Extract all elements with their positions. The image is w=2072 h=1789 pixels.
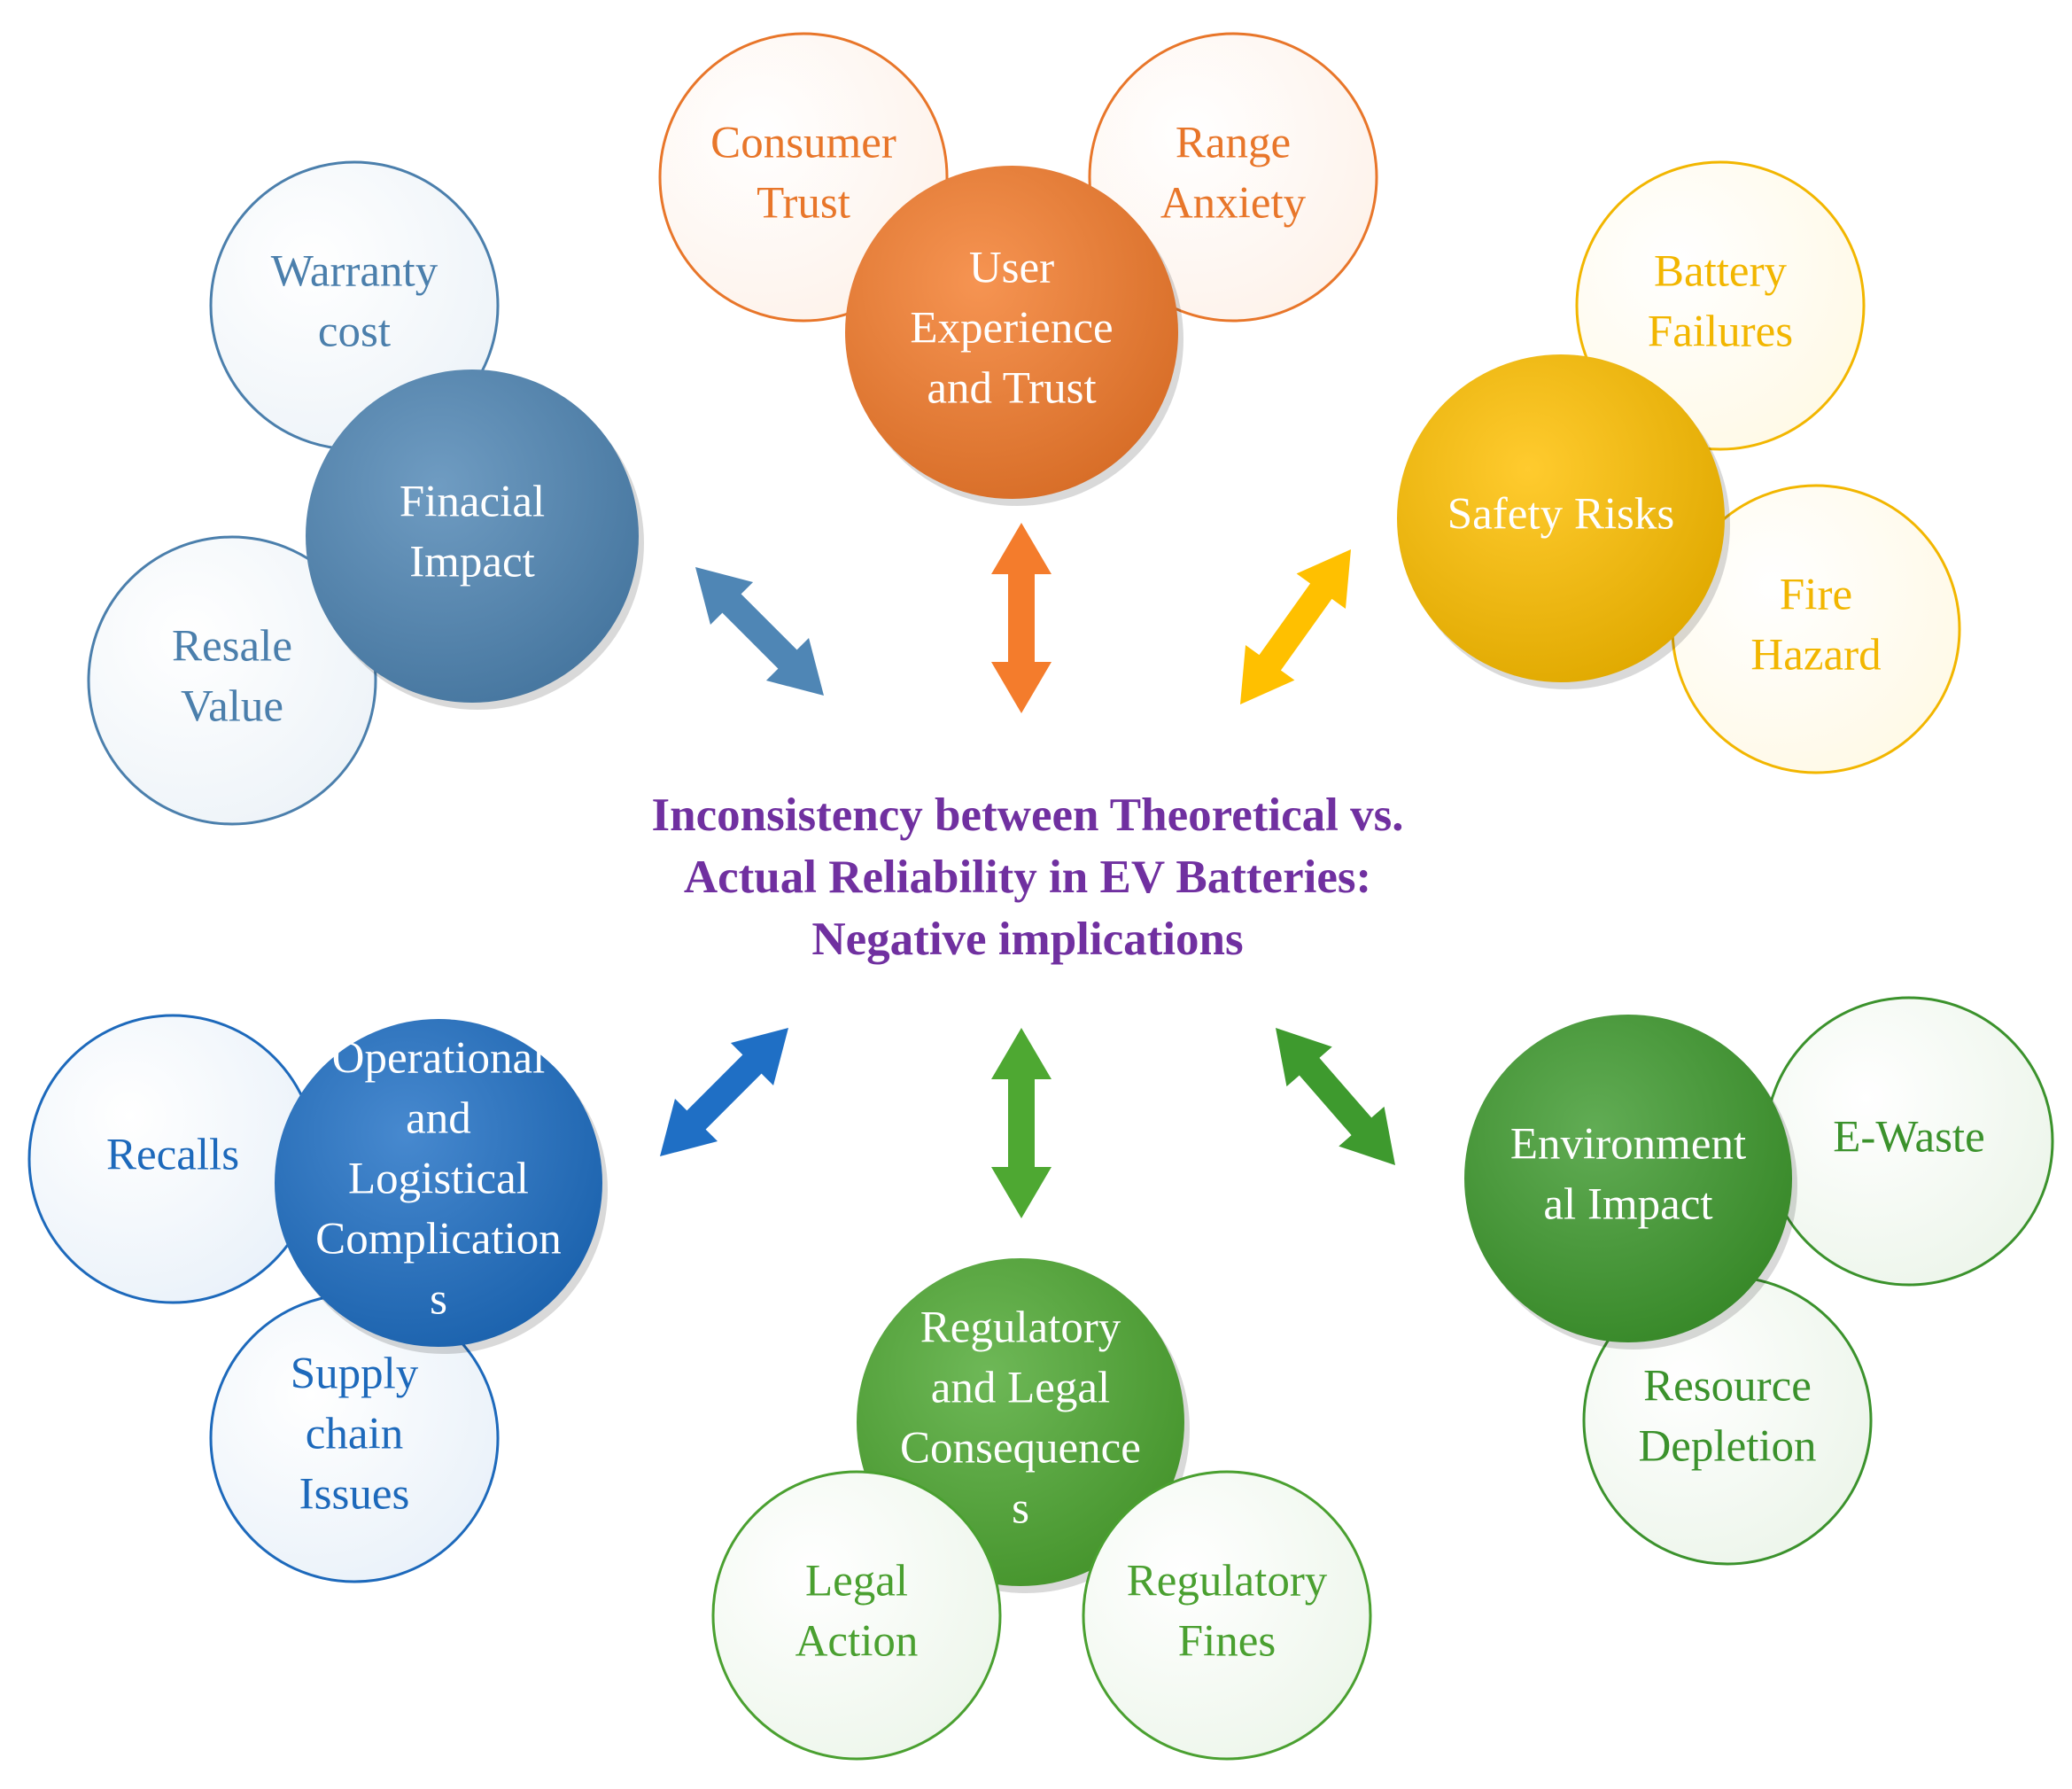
- recalls-node: Recalls: [27, 1014, 318, 1304]
- user-experience-label: User: [969, 244, 1054, 293]
- safety-arrow: [1240, 549, 1351, 705]
- environmental-label: al Impact: [1543, 1180, 1712, 1230]
- regulatory-label: s: [1012, 1484, 1029, 1534]
- financial-circle: [306, 369, 639, 703]
- operational-label: Complication: [315, 1215, 562, 1264]
- user-experience-circle: [845, 166, 1178, 499]
- regulatory-fines-label: Fines: [1178, 1617, 1277, 1667]
- legal-action-circle: [711, 1470, 1002, 1761]
- operational-label: s: [430, 1275, 447, 1325]
- legal-action-label: Legal: [805, 1557, 908, 1606]
- regulatory-fines-circle: [1082, 1470, 1372, 1761]
- center-title-line: Negative implications: [811, 914, 1243, 965]
- environmental-label: Environment: [1510, 1120, 1746, 1170]
- range-anxiety-label: Range: [1176, 119, 1291, 168]
- supply-chain-label: Issues: [299, 1470, 410, 1520]
- resale-value-circle: [87, 535, 377, 826]
- resale-value-label: Value: [181, 682, 283, 732]
- e-waste-label: E-Waste: [1833, 1113, 1984, 1163]
- operational-label: Operational: [332, 1034, 546, 1084]
- environmental-node: Environment al Impact: [1464, 1015, 1797, 1350]
- financial-label: Impact: [409, 538, 535, 587]
- battery-failures-label: Battery: [1654, 247, 1788, 297]
- regulatory-label: and Legal: [931, 1364, 1110, 1413]
- center-title-line: Actual Reliability in EV Batteries:: [684, 852, 1371, 903]
- resale-value-label: Resale: [172, 622, 292, 672]
- supply-chain-label: Supply: [291, 1350, 419, 1399]
- environmental-circle: [1464, 1015, 1792, 1342]
- consumer-trust-label: Trust: [757, 179, 850, 229]
- legal-action-label: Action: [795, 1617, 919, 1667]
- regulatory-label: Regulatory: [920, 1303, 1121, 1353]
- resource-depletion-label: Depletion: [1638, 1422, 1816, 1472]
- warranty-cost-label: cost: [318, 307, 391, 357]
- resource-depletion-label: Resource: [1643, 1362, 1812, 1412]
- safety-label: Safety Risks: [1447, 490, 1674, 540]
- range-anxiety-label: Anxiety: [1160, 179, 1307, 229]
- environmental-arrow: [1276, 1028, 1396, 1166]
- range-anxiety-circle: [1088, 32, 1378, 323]
- safety-node: Safety Risks: [1397, 354, 1730, 689]
- battery-failures-circle: [1575, 160, 1866, 451]
- operational-label: Logistical: [348, 1155, 529, 1204]
- e-waste-node: E-Waste: [1764, 996, 2054, 1287]
- regulatory-arrow: [991, 1028, 1052, 1218]
- financial-label: Finacial: [400, 478, 545, 527]
- supply-chain-label: chain: [306, 1410, 403, 1459]
- operational-circle: [275, 1019, 602, 1347]
- regulatory-label: Consequence: [900, 1424, 1141, 1474]
- operational-arrow: [659, 1028, 788, 1157]
- financial-arrow: [695, 567, 825, 696]
- safety-circle: [1397, 354, 1725, 682]
- recalls-label: Recalls: [106, 1131, 239, 1180]
- user-experience-arrow: [991, 523, 1052, 713]
- consumer-trust-label: Consumer: [710, 119, 896, 168]
- fire-hazard-label: Fire: [1780, 571, 1852, 620]
- fire-hazard-label: Hazard: [1750, 631, 1881, 681]
- center-title-line: Inconsistency between Theoretical vs.: [652, 789, 1404, 841]
- regulatory-fines-label: Regulatory: [1127, 1557, 1328, 1606]
- user-experience-label: Experience: [910, 304, 1113, 354]
- user-experience-label: and Trust: [927, 364, 1096, 414]
- center-title: Inconsistency between Theoretical vs. Act…: [652, 789, 1404, 965]
- operational-label: and: [406, 1094, 471, 1144]
- warranty-cost-label: Warranty: [271, 247, 438, 297]
- battery-failures-label: Failures: [1648, 307, 1793, 357]
